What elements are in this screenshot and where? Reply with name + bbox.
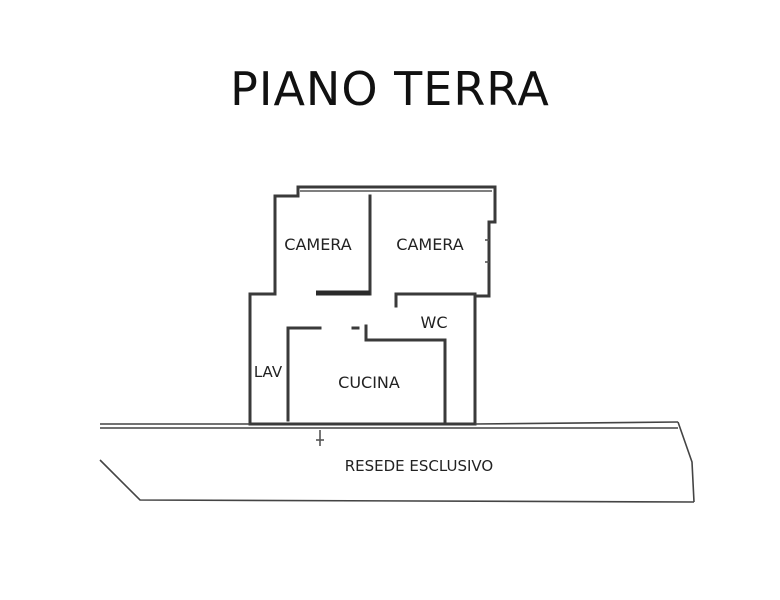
room-label-resede: RESEDE ESCLUSIVO bbox=[345, 457, 494, 475]
outer-walls bbox=[248, 185, 497, 426]
room-label-camera-left: CAMERA bbox=[284, 235, 352, 254]
plan-title: PIANO TERRA bbox=[230, 62, 550, 116]
room-label-lav: LAV bbox=[254, 363, 283, 381]
resede-outline bbox=[99, 421, 695, 503]
room-label-cucina: CUCINA bbox=[338, 373, 400, 392]
room-label-camera-right: CAMERA bbox=[396, 235, 464, 254]
interior-walls bbox=[286, 194, 489, 424]
room-label-wc: WC bbox=[421, 313, 448, 332]
